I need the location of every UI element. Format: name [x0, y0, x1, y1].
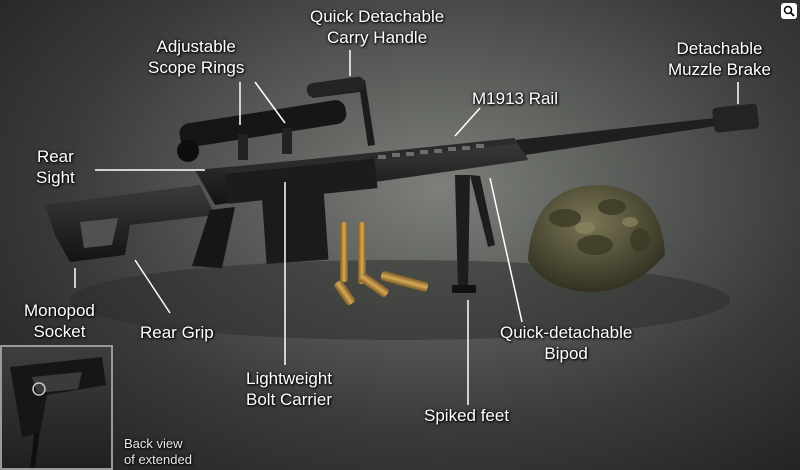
label-spiked-feet: Spiked feet	[424, 406, 510, 425]
stock-cutout	[80, 218, 118, 248]
magazine	[262, 193, 329, 264]
inset-stock-image	[10, 357, 106, 468]
label-rear-grip: Rear Grip	[140, 323, 214, 342]
label-rail: M1913 Rail	[472, 89, 558, 108]
pistol-grip	[192, 207, 235, 268]
carry-grip	[306, 76, 365, 98]
carry-handle	[310, 80, 375, 146]
cartridges	[334, 222, 429, 306]
scope-ring-1	[238, 134, 248, 160]
muzzle-brake	[712, 103, 759, 133]
rifle-barrel	[515, 118, 716, 155]
helmet-camo	[549, 199, 650, 255]
scope-ring-2	[282, 128, 292, 154]
leader-lines	[74, 50, 739, 405]
rifle-stock	[45, 185, 215, 262]
m1913-rail	[225, 138, 515, 174]
bipod-leg-2	[470, 175, 495, 247]
bipod-foot	[452, 285, 476, 293]
magnifier-icon[interactable]	[781, 3, 797, 19]
rifle-scope	[179, 100, 347, 148]
scope-lens	[177, 140, 199, 162]
bipod-leg-1	[455, 175, 470, 290]
rail-holes	[378, 144, 484, 159]
inset-back-view	[0, 345, 113, 470]
